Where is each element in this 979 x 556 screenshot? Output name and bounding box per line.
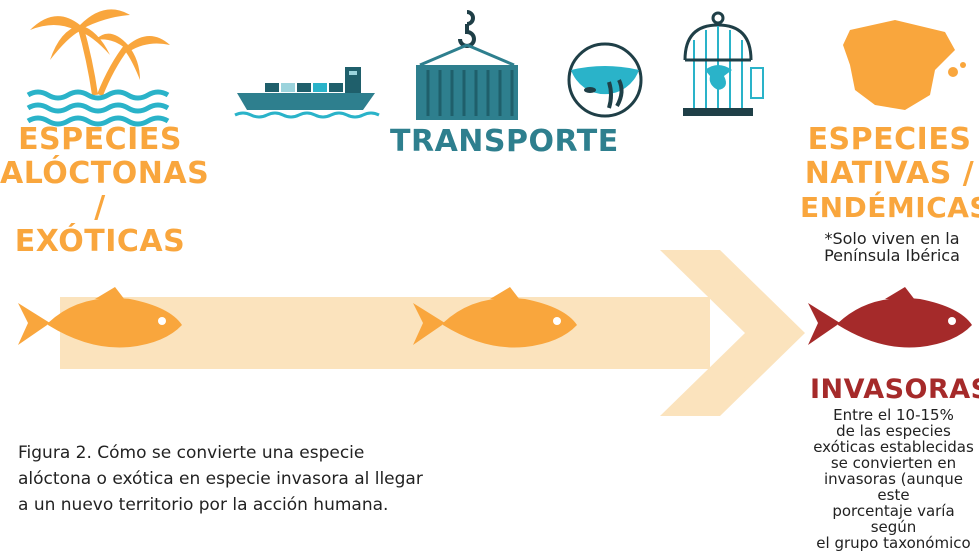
palm-island-icon — [26, 9, 170, 127]
fish-icon — [808, 287, 972, 348]
invasive-note-line: invasoras (aunque este — [824, 470, 963, 504]
native-line-3: ENDÉMICAS* — [800, 191, 979, 224]
invasive-note-line: de las especies — [836, 422, 951, 440]
alien-species-heading: ESPECIES ALÓCTONAS / EXÓTICAS — [0, 122, 210, 259]
invasive-note-line: exóticas establecidas — [813, 438, 974, 456]
fish-icon — [413, 287, 577, 348]
alien-line-2: ALÓCTONAS / — [0, 156, 210, 225]
caption-line: a un nuevo territorio por la acción huma… — [18, 495, 389, 515]
invasive-heading: INVASORAS — [810, 374, 979, 405]
aquarium-icon — [567, 42, 643, 118]
figure-caption: Figura 2. Cómo se convierte una especie … — [18, 440, 488, 518]
alien-line-1: ESPECIES — [18, 122, 182, 157]
iberian-peninsula-icon — [843, 20, 966, 110]
transport-heading: TRANSPORTE — [390, 124, 619, 159]
native-species-heading: ESPECIES NATIVAS / ENDÉMICAS* — [800, 123, 979, 225]
caption-line: Figura 2. Cómo se convierte una especie — [18, 443, 365, 463]
fish-icon — [18, 287, 182, 348]
native-line-2: NATIVAS / — [804, 156, 975, 191]
invasive-note-line: Entre el 10-15% — [833, 407, 954, 424]
endemic-note-line-1: *Solo viven en la — [824, 229, 960, 248]
cargo-ship-icon — [234, 67, 380, 119]
birdcage-icon — [683, 11, 764, 116]
container-crane-icon — [416, 10, 518, 120]
alien-line-3: EXÓTICAS — [14, 224, 186, 259]
invasive-note: Entre el 10-15% de las especies exóticas… — [808, 407, 979, 556]
endemic-note: *Solo viven en la Península Ibérica — [805, 230, 979, 264]
caption-line: alóctona o exótica en especie invasora a… — [18, 469, 423, 489]
invasive-note-line: el grupo taxonómico — [816, 534, 971, 552]
invasive-note-line: porcentaje varía según — [832, 502, 955, 536]
native-line-1: ESPECIES — [807, 122, 972, 157]
endemic-note-line-2: Península Ibérica — [824, 246, 960, 265]
invasive-note-line: se convierten en — [830, 454, 957, 472]
